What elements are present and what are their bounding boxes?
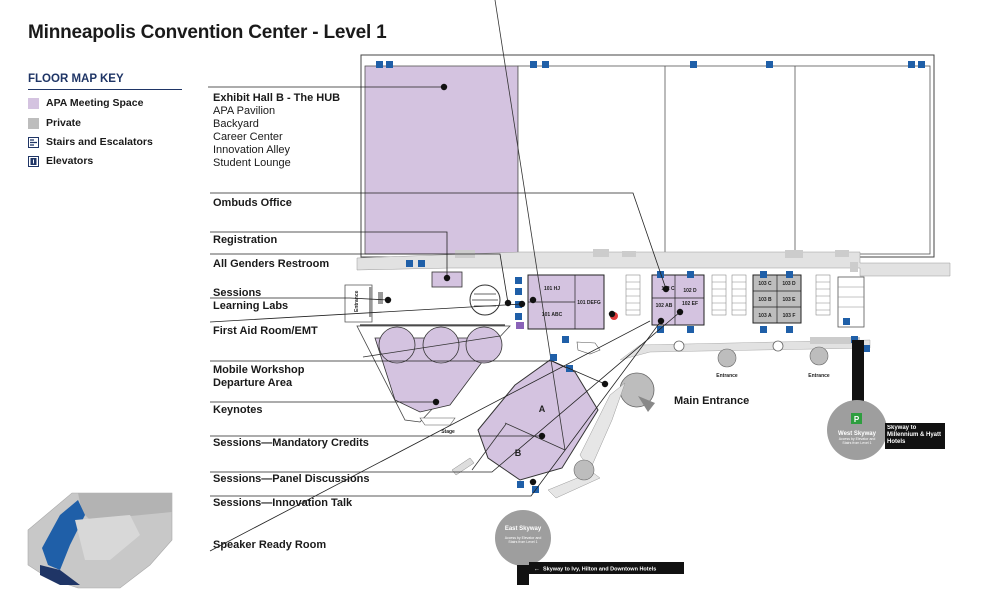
label-first-aid: First Aid Room/EMT (213, 325, 318, 337)
key-label: Elevators (46, 155, 94, 167)
exhibit-hall-b (364, 65, 519, 255)
label-panel-discussions: Sessions—Panel Discussions (213, 473, 370, 485)
key-title: FLOOR MAP KEY (28, 73, 124, 85)
entrance-side-label: Entrance (354, 290, 360, 312)
east-skyway-tag (529, 562, 684, 574)
label-hub-item: Backyard (213, 118, 259, 130)
label-mandatory-credits: Sessions—Mandatory Credits (213, 437, 369, 449)
entrance-2-label: Entrance (808, 373, 830, 379)
east-skyway-note: Access by Elevator and Stairs from Level… (504, 536, 542, 544)
label-hub-item: APA Pavilion (213, 105, 276, 117)
room-103-f-label: 103 F (783, 313, 796, 319)
label-departure-area: Departure Area (213, 377, 293, 389)
label-learning-labs: Learning Labs (213, 300, 289, 312)
key-row-meeting: APA Meeting Space (28, 97, 143, 109)
exhibit-hall-private (517, 65, 931, 255)
label-speaker-ready: Speaker Ready Room (213, 539, 327, 551)
private-swatch (28, 117, 39, 129)
elevator-icon (28, 155, 39, 167)
key-row-stairs: Stairs and Escalators (28, 136, 153, 148)
label-sessions: Sessions (213, 287, 262, 299)
room-102-ef-label: 102 EF (682, 301, 698, 307)
east-skyway-destination: Skyway to Ivy, Hilton and Downtown Hotel… (543, 567, 656, 573)
label-hub: Exhibit Hall B - The HUB (213, 92, 341, 104)
stage-label: Stage (441, 429, 455, 435)
label-hub-item: Innovation Alley (213, 144, 291, 156)
key-row-private: Private (28, 117, 81, 129)
room-103-d-label: 103 D (782, 281, 796, 287)
label-keynotes: Keynotes (213, 404, 263, 416)
meeting-swatch (28, 97, 39, 109)
label-mobile-workshop: Mobile Workshop (213, 364, 305, 376)
parking-icon (851, 413, 862, 424)
key-label: APA Meeting Space (46, 97, 144, 109)
key-label: Stairs and Escalators (46, 136, 153, 148)
room-101-abc-label: 101 ABC (542, 312, 563, 318)
locator-thumbnail (27, 492, 173, 589)
stairs-icon (28, 136, 39, 148)
room-103-e-label: 103 E (782, 297, 796, 303)
label-ombuds: Ombuds Office (213, 197, 292, 209)
east-skyway-circle (495, 510, 551, 566)
room-103-c-label: 103 C (758, 281, 772, 287)
hall-a-label: A (539, 404, 546, 414)
east-skyway-title: East Skyway (505, 526, 542, 532)
label-hub-item: Student Lounge (213, 157, 291, 169)
east-skyway-arrow: ← (534, 567, 540, 573)
room-102-block (651, 274, 705, 326)
room-103-b-label: 103 B (758, 297, 772, 303)
label-restroom: All Genders Restroom (213, 258, 330, 270)
room-102-ab-label: 102 AB (656, 303, 673, 309)
page-title: Minneapolis Convention Center - Level 1 (28, 22, 387, 43)
room-102-d-label: 102 D (683, 288, 697, 294)
west-skyway-bridge (852, 340, 864, 415)
west-skyway-title: West Skyway (838, 431, 877, 437)
label-main-entrance: Main Entrance (674, 395, 750, 407)
west-skyway-tag (885, 423, 945, 449)
entrance-1-label: Entrance (716, 373, 738, 379)
label-innovation-talk: Sessions—Innovation Talk (213, 497, 353, 509)
key-label: Private (46, 117, 82, 129)
parking-label: P (854, 415, 860, 424)
key-row-elevators: Elevators (28, 155, 93, 167)
label-hub-item: Career Center (213, 131, 283, 143)
label-registration: Registration (213, 234, 278, 246)
west-skyway-note: Access by Elevator and Stairs from Level… (838, 437, 876, 445)
key-divider (28, 89, 182, 90)
room-101-defg-label: 101 DEFG (577, 300, 601, 306)
room-103-a-label: 103 A (758, 313, 772, 319)
west-skyway-destination: Skyway to Millennium & Hyatt Hotels (887, 425, 942, 445)
west-skyway-circle (827, 400, 887, 460)
hall-b-label: B (515, 448, 522, 458)
room-101-hj-label: 101 HJ (544, 286, 560, 292)
